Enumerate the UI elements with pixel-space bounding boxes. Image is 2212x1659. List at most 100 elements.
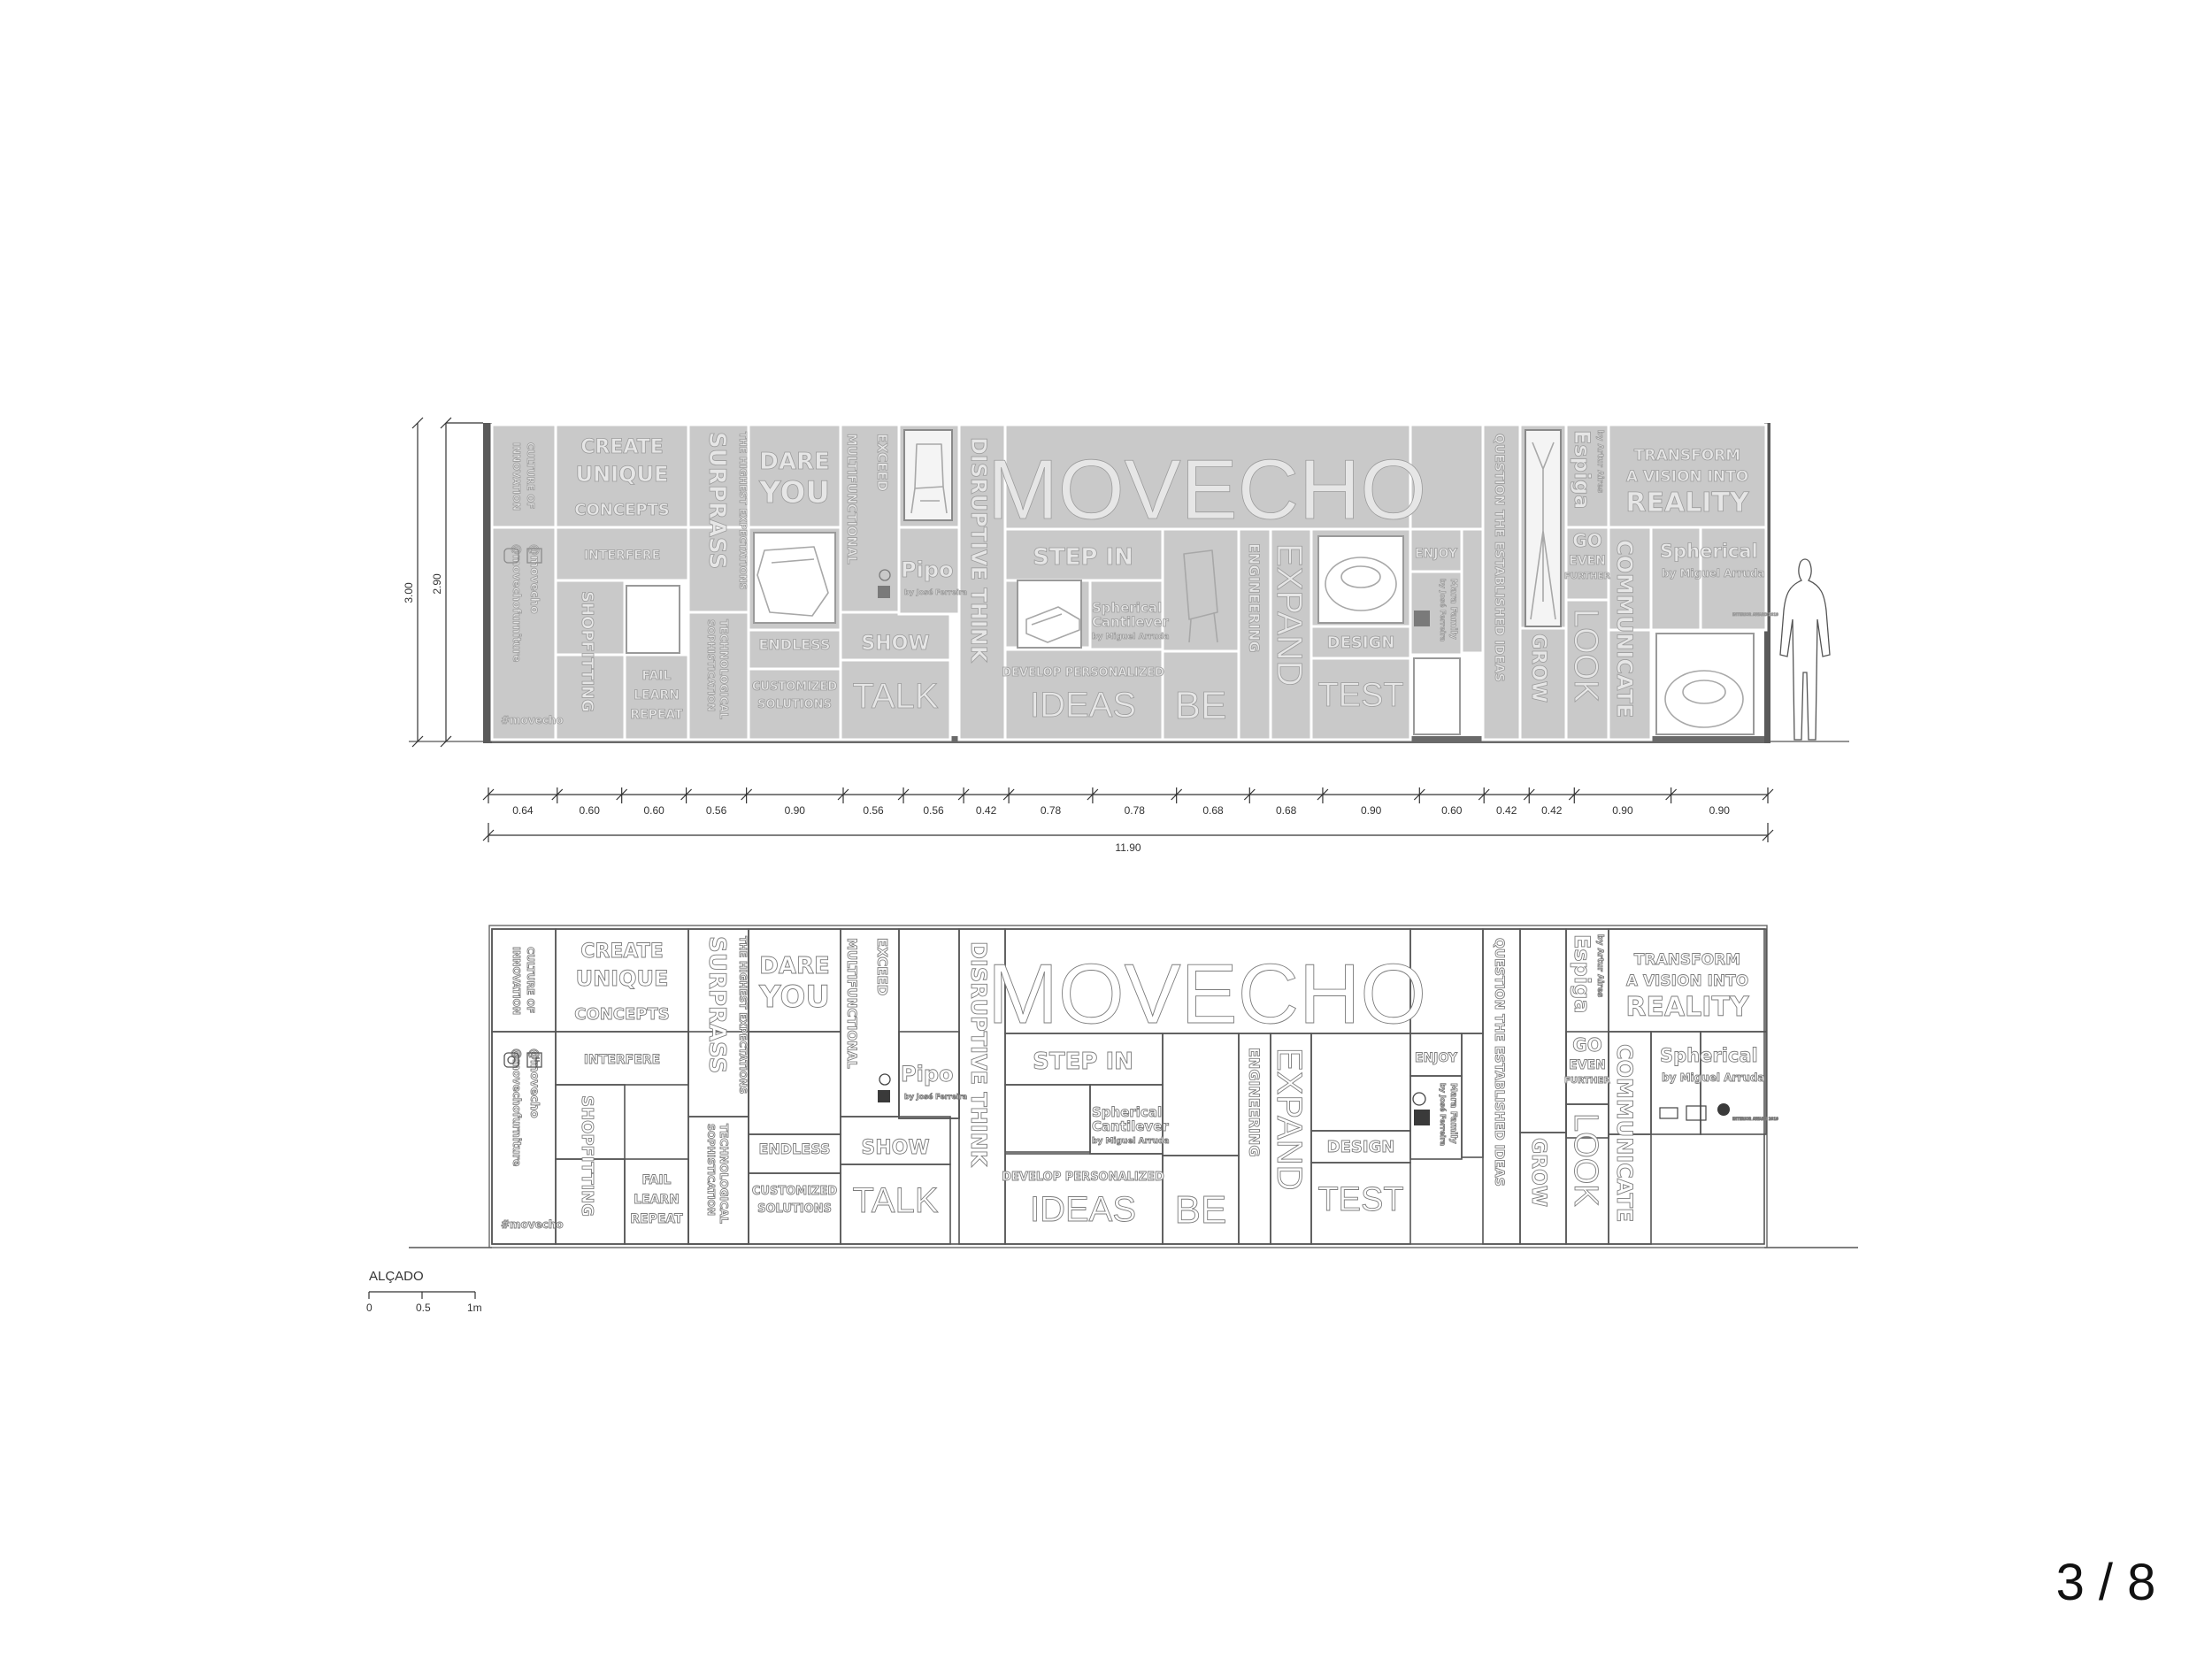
text-unique-b: UNIQUE	[576, 966, 669, 991]
text-sophistication: SOPHISTICATION	[705, 619, 717, 711]
pipo-qr-icon	[878, 1090, 890, 1102]
text-engineering: ENGINEERING	[1246, 543, 1263, 652]
text-question: QUESTION THE ESTABLISHED IDEAS	[1492, 434, 1506, 682]
text-you: YOU	[758, 475, 830, 511]
page-number: 3 / 8	[2056, 1554, 2156, 1611]
text-engineering-b: ENGINEERING	[1246, 1048, 1263, 1156]
text-shopfitting-b: SHOPFITTING	[578, 1095, 596, 1217]
text-vision: A VISION INTO	[1626, 468, 1748, 486]
width-segment-label: 0.78	[1041, 804, 1062, 817]
width-segment-label: 0.56	[863, 804, 884, 817]
text-transform-b: TRANSFORM	[1634, 951, 1740, 969]
text-go: GO	[1572, 530, 1601, 551]
text-enjoy-b: ENJOY	[1415, 1051, 1458, 1065]
pipo-logo-top-icon	[879, 569, 891, 581]
text-espiga: Espiga	[1570, 430, 1594, 509]
text-endless: ENDLESS	[758, 636, 830, 653]
facebook-icon	[526, 1052, 542, 1068]
text-look-b: LOOK	[1567, 1113, 1604, 1207]
height-overall: 3.00	[403, 582, 415, 603]
text-technological: TECHNOLOGICAL	[718, 619, 730, 719]
text-test-b: TEST	[1317, 1181, 1403, 1218]
width-segment-label: 0.64	[512, 804, 534, 817]
text-site: @movechofurniture	[511, 544, 523, 662]
text-concepts-b: CONCEPTS	[574, 1005, 670, 1024]
width-segment-label: 0.78	[1125, 804, 1146, 817]
text-mara-b: Mara Family	[1448, 1083, 1458, 1144]
text-ideas-b: IDEAS	[1030, 1190, 1136, 1229]
text-transform: TRANSFORM	[1634, 447, 1740, 465]
text-pipo: Pipo	[901, 557, 953, 582]
text-surpass: SURPRASS	[703, 432, 730, 569]
text-fail-b: FAIL	[642, 1173, 672, 1187]
facebook-top-icon	[526, 548, 542, 564]
egg-chair-sketch-1	[1325, 557, 1397, 611]
text-be-b: BE	[1175, 1188, 1227, 1232]
wall-text-top: CULTURE OF INNOVATION CREATE UNIQUE CONC…	[501, 430, 1779, 728]
width-segment-label: 0.90	[785, 804, 806, 817]
text-highest: THE HIGHEST EXPECTATIONS	[737, 432, 749, 589]
text-further-b: FURTHER	[1564, 1076, 1610, 1086]
height-dimensions: 3.00 2.90	[403, 417, 483, 748]
text-spherical-by-b: by Miguel Arruda	[1662, 1071, 1765, 1084]
drawing-title-block: ALÇADO 0 0.5 1m	[366, 1269, 482, 1314]
armchair-sketch	[1183, 549, 1218, 643]
cantilever-chair-sketch	[1025, 606, 1080, 643]
width-segment-label: 0.90	[1361, 804, 1382, 817]
text-multi-b: MULTIFUNCTIONAL	[844, 938, 858, 1069]
instagram-top-icon	[503, 548, 519, 564]
rendered-elevation: CULTURE OF INNOVATION CREATE UNIQUE CONC…	[409, 423, 1849, 743]
text-spherical-by: by Miguel Arruda	[1662, 567, 1765, 580]
text-endless-b: ENDLESS	[758, 1141, 830, 1157]
text-design: DESIGN	[1327, 634, 1395, 652]
chair-sketch	[910, 443, 948, 514]
text-disruptive: DISRUPTIVE THINK	[966, 437, 991, 664]
pipo-qr-top-icon	[878, 586, 890, 598]
text-step-in-b: STEP IN	[1033, 1048, 1133, 1075]
text-award: INTERIOR AWARD 2019	[1732, 612, 1778, 617]
lounge-chair-sketch	[757, 546, 829, 617]
text-create-b: CREATE	[580, 941, 663, 963]
text-show-b: SHOW	[861, 1137, 929, 1159]
height-panel: 2.90	[431, 573, 443, 595]
mara-qr-top-icon	[1414, 611, 1430, 626]
text-dare: DARE	[759, 449, 830, 475]
text-enjoy: ENJOY	[1415, 547, 1458, 561]
text-surpass-b: SURPRASS	[703, 936, 730, 1073]
text-grow: GROW	[1527, 634, 1549, 703]
text-expand: EXPAND	[1270, 543, 1309, 687]
text-show: SHOW	[861, 633, 929, 655]
hanger-sketch	[1530, 442, 1556, 620]
text-sophistication-b: SOPHISTICATION	[705, 1124, 717, 1216]
text-pipo-by: by José Ferreira	[904, 588, 967, 596]
text-cant-by: by Miguel Arruda	[1092, 633, 1169, 641]
width-segment-label: 0.60	[643, 804, 664, 817]
text-mara-by-b: by José Ferreira	[1439, 1083, 1448, 1146]
text-pipo-b: Pipo	[901, 1062, 953, 1087]
text-solutions: SOLUTIONS	[757, 698, 832, 711]
text-exceed-b: EXCEED	[874, 938, 890, 995]
text-espiga-b: Espiga	[1570, 934, 1594, 1013]
text-spherical-cant: Spherical	[1092, 600, 1162, 616]
text-innovation-b: INNOVATION	[511, 947, 522, 1015]
text-be: BE	[1175, 684, 1227, 727]
text-culture-b: CULTURE OF	[525, 947, 536, 1013]
instagram-icon	[503, 1052, 519, 1068]
logo-marks	[503, 548, 1730, 1125]
text-learn-b: LEARN	[634, 1193, 680, 1207]
text-step-in: STEP IN	[1033, 544, 1133, 571]
text-espiga-by: by Artur Aires	[1595, 430, 1604, 493]
text-design-b: DESIGN	[1327, 1138, 1395, 1156]
text-concepts: CONCEPTS	[574, 501, 670, 519]
text-repeat: REPEAT	[630, 708, 683, 722]
width-segment-label: 0.56	[923, 804, 944, 817]
text-vision-b: A VISION INTO	[1626, 972, 1748, 990]
text-spherical-cant-b: Spherical	[1092, 1104, 1162, 1120]
text-espiga-by-b: by Artur Aires	[1595, 934, 1604, 997]
text-customized: CUSTOMIZED	[752, 680, 837, 694]
text-spherical: Spherical	[1660, 541, 1758, 562]
text-reality: REALITY	[1625, 488, 1750, 518]
width-segment-label: 0.42	[1541, 804, 1563, 817]
text-learn: LEARN	[634, 688, 680, 703]
